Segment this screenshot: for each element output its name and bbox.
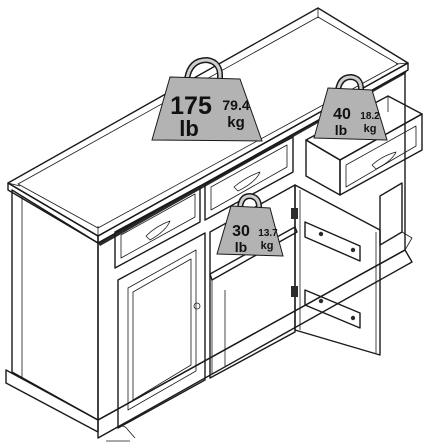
weight-shelf-kg-unit: kg: [261, 240, 274, 252]
hinge-icon: [304, 221, 361, 262]
drawer-pull-icon: [233, 171, 261, 192]
weight-drawer-kg-value: 18.2: [360, 111, 380, 122]
hinge-icon: [304, 289, 361, 329]
drawer-middle: [204, 136, 294, 221]
weight-drawer-kg-unit: kg: [364, 123, 377, 135]
weight-icon-shelf: 30 lb 13.7 kg: [216, 192, 284, 257]
door-left: [117, 232, 206, 429]
door-right-open: [291, 184, 381, 356]
weight-top-kg-unit: kg: [227, 114, 245, 131]
weight-drawer-lb-value: 40: [333, 106, 351, 123]
drawer-pull-icon: [371, 151, 397, 170]
drawer-left: [114, 185, 201, 269]
weight-icon-top: 175 lb 79.4 kg: [151, 56, 263, 142]
weight-top-kg-value: 79.4: [222, 97, 249, 113]
door-knob-icon: [193, 302, 201, 310]
weight-shelf-kg-value: 13.7: [258, 228, 278, 239]
weight-shelf-lb-value: 30: [232, 223, 250, 240]
weight-shelf-lb-unit: lb: [235, 239, 247, 255]
weight-icon-drawer: 40 lb 18.2 kg: [313, 73, 388, 141]
cabinet-left-side: [5, 189, 99, 433]
weight-top-lb-unit: lb: [179, 116, 199, 141]
drawer-pull-icon: [145, 220, 171, 241]
weight-top-lb-value: 175: [170, 92, 212, 120]
weight-drawer-lb-unit: lb: [335, 122, 347, 138]
